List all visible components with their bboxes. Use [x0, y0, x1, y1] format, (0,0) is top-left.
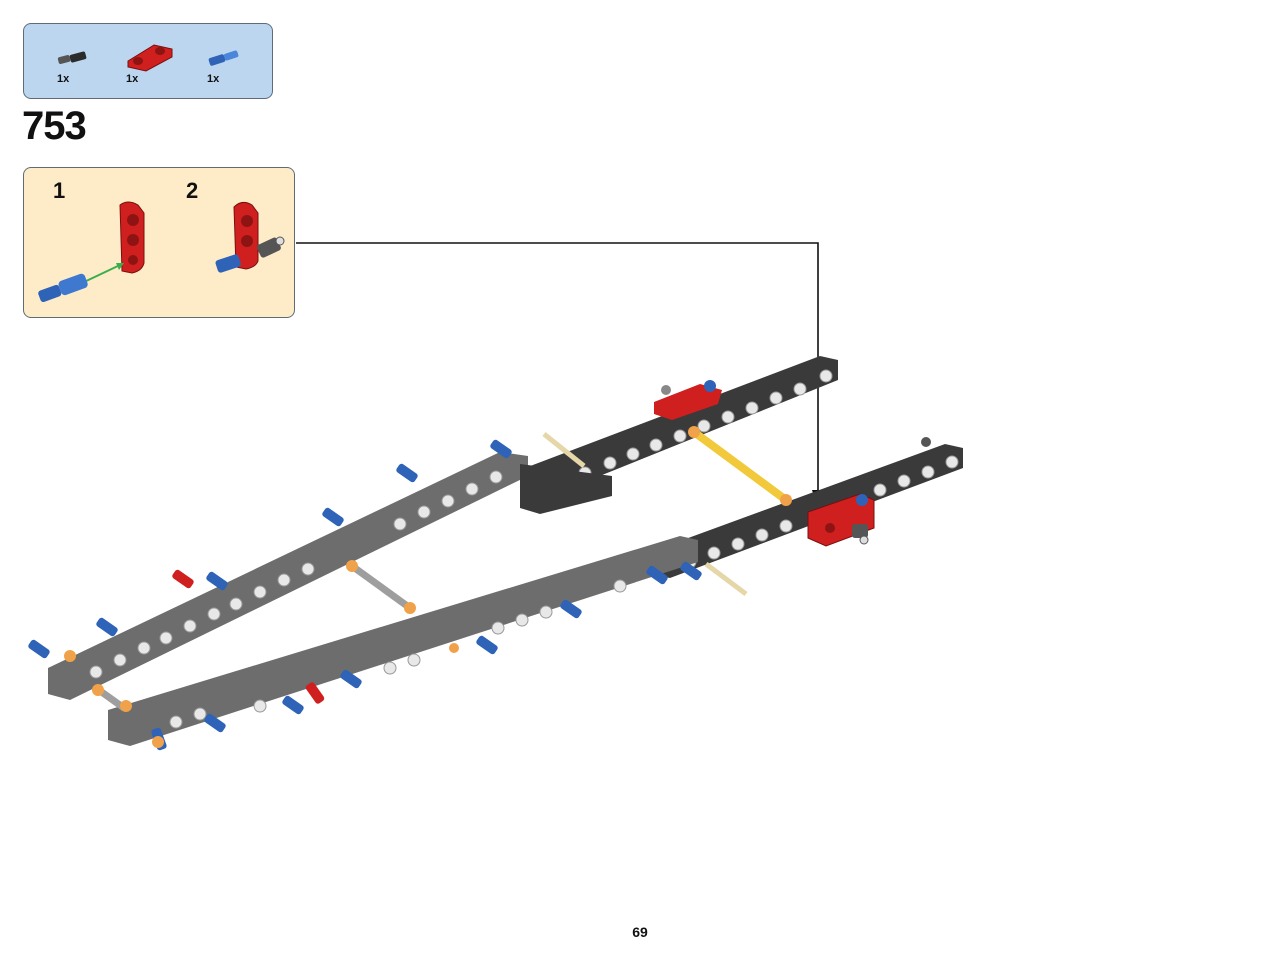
substep-number-1: 1	[53, 178, 66, 203]
subassembly-box: 1 2	[23, 167, 295, 318]
tan-axle-top	[542, 432, 586, 468]
beam-left-dark	[520, 464, 612, 514]
red-pins	[172, 569, 325, 704]
part-qty-2: 1x	[126, 73, 139, 85]
black-axle-pin-icon	[57, 51, 87, 64]
beam-left-upper	[48, 452, 528, 700]
substep-2-illustration	[215, 201, 285, 273]
step-number: 753	[22, 104, 87, 148]
page-number: 69	[632, 924, 648, 940]
parts-list-box: 1x 1x 1x	[23, 23, 273, 99]
red-pin-connector-icon	[127, 44, 173, 72]
orange-bushings	[64, 643, 459, 748]
beam-right-lower	[650, 437, 963, 578]
substep-number-2: 2	[186, 178, 199, 203]
beam-left-lower	[108, 536, 698, 746]
tan-axle-lower	[704, 562, 748, 596]
red-connector-new	[807, 493, 875, 547]
part-qty-1: 1x	[57, 73, 70, 85]
red-connector-top	[654, 380, 722, 420]
yellow-axle	[688, 426, 792, 506]
part-qty-3: 1x	[207, 73, 220, 85]
substep-1-illustration	[38, 201, 145, 303]
blue-axle-pin-icon	[208, 50, 239, 66]
